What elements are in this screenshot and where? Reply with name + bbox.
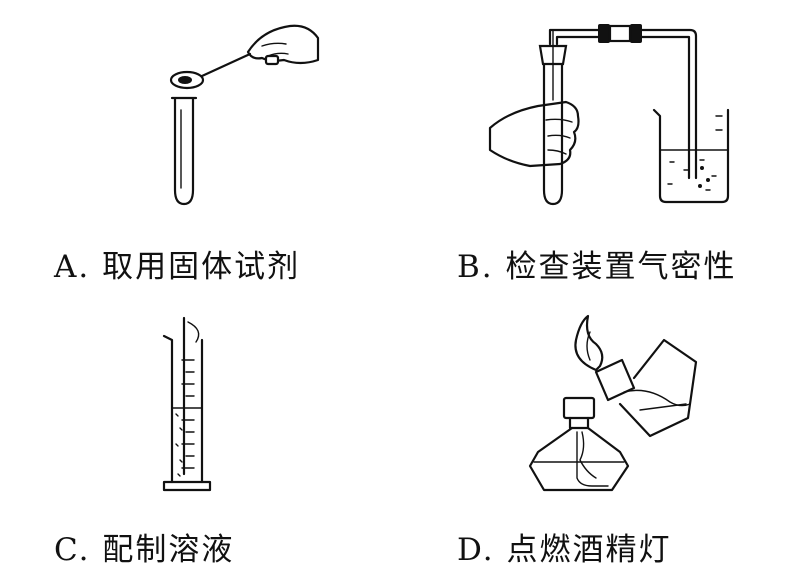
hand-a xyxy=(246,24,320,66)
scale-marks xyxy=(181,359,195,469)
test-tube-b xyxy=(538,29,568,206)
option-c-letter: C. xyxy=(54,532,91,568)
option-d-letter: D. xyxy=(457,532,495,568)
option-b-letter: B. xyxy=(457,249,494,285)
option-a-caption: A. 取用固体试剂 xyxy=(54,241,300,286)
option-b-caption: B. 检查装置气密性 xyxy=(457,241,737,286)
delivery-tube xyxy=(548,24,698,180)
alcohol-lamp-upright xyxy=(528,396,630,492)
stirring-rod xyxy=(182,316,200,476)
graduated-cylinder xyxy=(162,334,212,492)
alcohol-lamp-tilted xyxy=(594,338,698,438)
option-c-illustration xyxy=(162,316,212,492)
option-a-text: 取用固体试剂 xyxy=(102,249,301,285)
option-d-text: 点燃酒精灯 xyxy=(506,532,672,568)
option-a-illustration xyxy=(169,24,320,206)
option-a-letter: A. xyxy=(54,249,91,285)
option-d-illustration xyxy=(528,314,698,492)
hand-b xyxy=(488,100,580,168)
flame xyxy=(574,314,604,372)
beaker-b xyxy=(652,108,730,204)
option-b-illustration xyxy=(488,24,730,206)
option-c-text: 配制溶液 xyxy=(102,532,235,568)
option-c-caption: C. 配制溶液 xyxy=(54,524,234,569)
test-tube-a xyxy=(170,96,198,206)
spoon xyxy=(169,52,252,90)
option-d-caption: D. 点燃酒精灯 xyxy=(457,524,671,569)
option-b-text: 检查装置气密性 xyxy=(505,249,737,285)
